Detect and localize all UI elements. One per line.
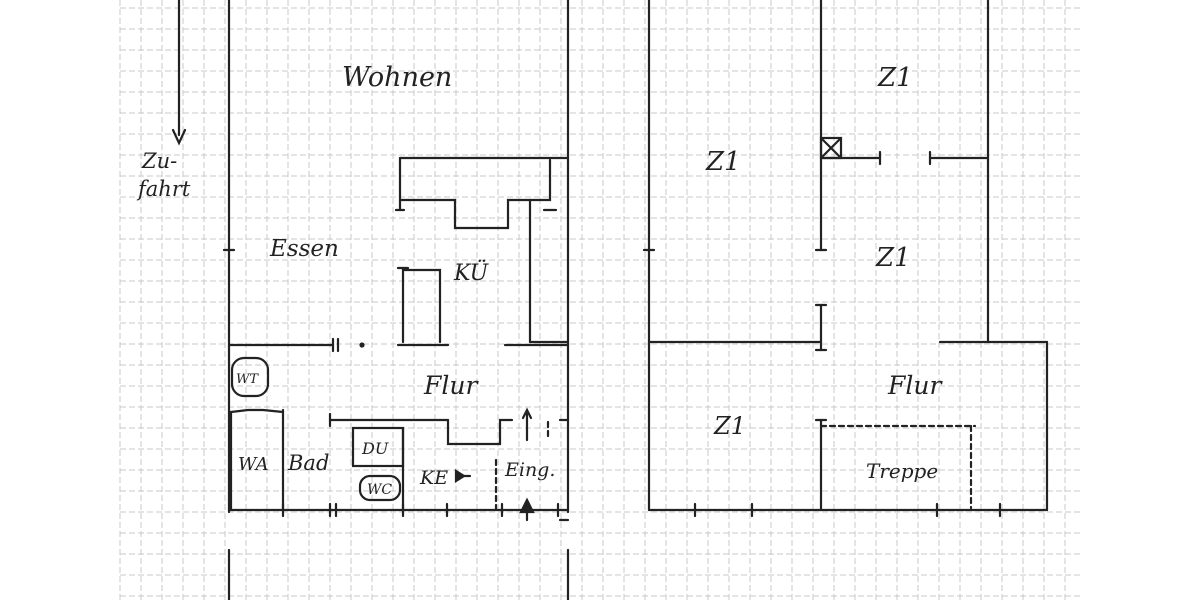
room-label-z1-bottom: Z1 xyxy=(713,412,746,440)
room-label-flur-right: Flur xyxy=(887,371,943,400)
access-label-line1: Zu- xyxy=(141,149,177,173)
room-label-flur-left: Flur xyxy=(423,371,479,400)
label-du: DU xyxy=(361,439,389,458)
room-label-z1-top: Z1 xyxy=(877,63,913,93)
label-wc: WC xyxy=(367,482,392,498)
label-treppe: Treppe xyxy=(866,459,938,483)
label-wt: WT xyxy=(236,372,259,387)
wt-fixture xyxy=(230,356,270,398)
chimney-symbol xyxy=(819,136,843,160)
room-label-z1-left: Z1 xyxy=(705,147,741,177)
access-arrow-head xyxy=(171,128,187,146)
access-label-line2: fahrt xyxy=(136,177,191,201)
room-label-essen: Essen xyxy=(269,236,339,262)
room-label-kueche: KÜ xyxy=(453,259,490,286)
walls xyxy=(171,0,1049,600)
room-labels: Zu- fahrt Wohnen Essen KÜ Flur WT WA Bad… xyxy=(136,62,943,498)
room-label-bad: Bad xyxy=(287,451,329,475)
label-wa: WA xyxy=(238,454,269,475)
room-label-z1-mid: Z1 xyxy=(875,243,911,273)
room-label-wohnen: Wohnen xyxy=(342,62,452,93)
room-label-ke: KE xyxy=(419,467,448,489)
label-entrance: Eing. xyxy=(504,459,555,481)
wc-fixture xyxy=(358,474,402,502)
